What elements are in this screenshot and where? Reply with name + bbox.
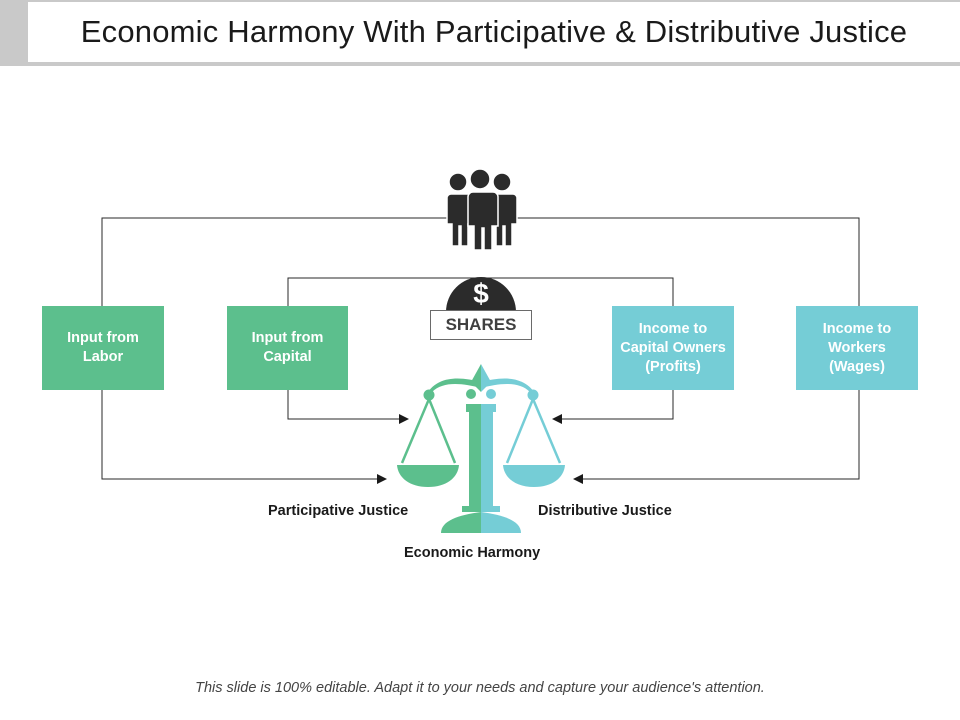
participative-justice-label: Participative Justice: [268, 503, 409, 519]
labor-arrow: [101, 390, 387, 484]
input-from-capital-box: Input from Capital: [227, 306, 348, 390]
distributive-justice-label: Distributive Justice: [538, 503, 672, 519]
income-workers-box: Income to Workers (Wages): [796, 306, 918, 390]
dollar-sign: $: [473, 278, 489, 309]
economic-harmony-label: Economic Harmony: [404, 545, 541, 561]
footer-note: This slide is 100% editable. Adapt it to…: [195, 680, 765, 696]
input-from-labor-box: Input from Labor: [42, 306, 164, 390]
dollar-coin-icon: [446, 277, 516, 312]
title-box: Economic Harmony With Participative & Di…: [28, 2, 960, 62]
scales-of-justice-icon: [397, 364, 565, 533]
workers-arrow: [573, 390, 860, 484]
capital-arrow: [287, 390, 409, 424]
capital-owners-arrow: [552, 390, 674, 424]
income-capital-owners-box: Income to Capital Owners (Profits): [612, 306, 734, 390]
people-group-icon: [446, 168, 518, 251]
page-title: Economic Harmony With Participative & Di…: [80, 14, 908, 49]
shares-label: SHARES: [430, 310, 532, 340]
